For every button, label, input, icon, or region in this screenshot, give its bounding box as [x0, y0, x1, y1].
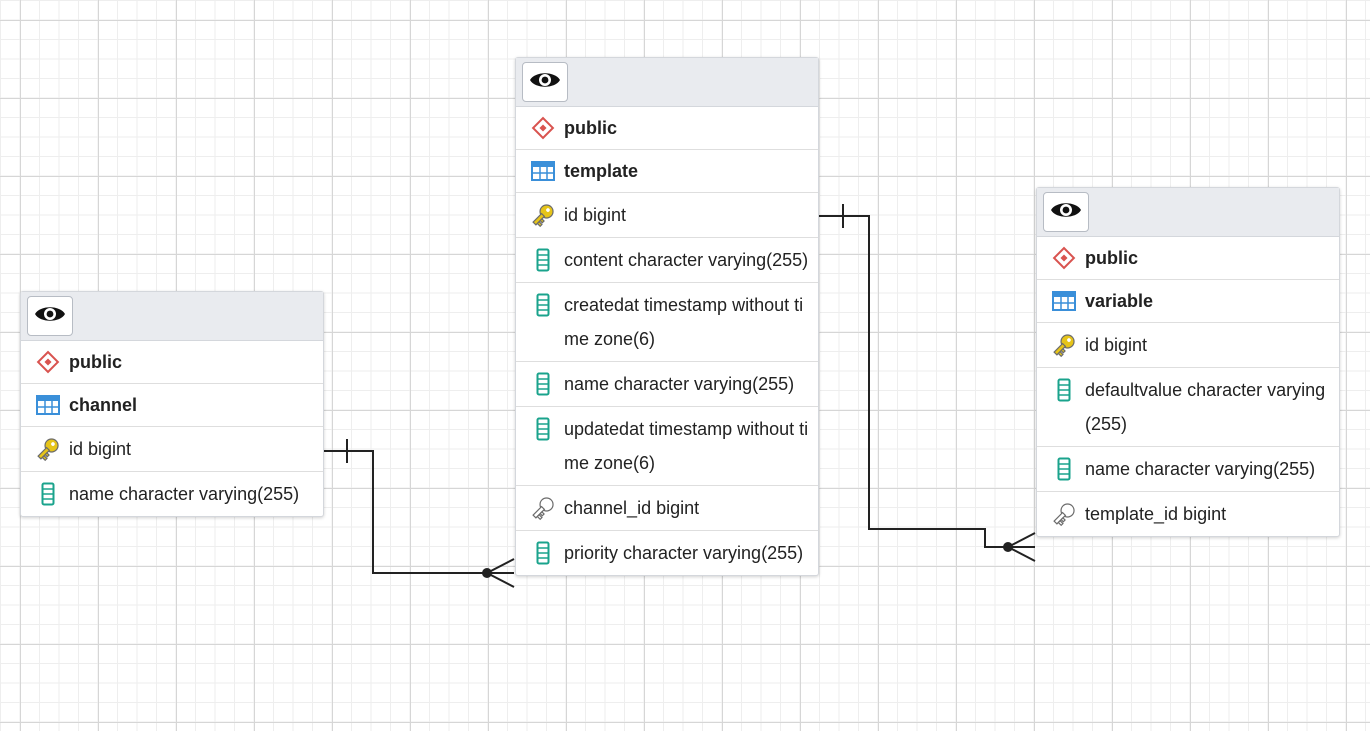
column-label: channel_id bigint — [564, 498, 700, 518]
many-marker-variable — [1007, 532, 1036, 562]
entity-header — [1037, 188, 1339, 237]
column-row[interactable]: defaultvalue character varying(255) — [1037, 368, 1339, 447]
column-icon — [530, 243, 556, 277]
link-template-variable[interactable] — [818, 215, 1035, 548]
primary-key-icon — [35, 432, 61, 466]
table-row[interactable]: channel — [21, 384, 323, 427]
table-name: template — [564, 161, 639, 181]
table-icon — [530, 154, 556, 188]
column-row[interactable]: content character varying(255) — [516, 238, 818, 283]
table-row[interactable]: template — [516, 150, 818, 193]
column-row[interactable]: channel_id bigint — [516, 486, 818, 531]
link-channel-template[interactable] — [322, 450, 514, 574]
entity-header — [516, 58, 818, 107]
column-icon — [1051, 452, 1077, 486]
entity-channel[interactable]: public channel id bigint name character v… — [20, 291, 324, 517]
schema-name: public — [69, 352, 122, 372]
schema-row[interactable]: public — [516, 107, 818, 150]
table-row[interactable]: variable — [1037, 280, 1339, 323]
view-button[interactable] — [27, 296, 73, 336]
column-label: priority character varying(255) — [564, 543, 804, 563]
table-name: channel — [69, 395, 138, 415]
view-button[interactable] — [522, 62, 568, 102]
column-label: content character varying(255) — [564, 250, 809, 270]
view-button[interactable] — [1043, 192, 1089, 232]
primary-key-icon — [1051, 328, 1077, 362]
schema-row[interactable]: public — [1037, 237, 1339, 280]
schema-icon — [35, 345, 61, 379]
entity-header — [21, 292, 323, 341]
column-icon — [530, 288, 556, 322]
column-label: updatedat timestamp without time zone(6) — [564, 419, 809, 473]
column-icon — [530, 367, 556, 401]
many-dot-variable — [1003, 542, 1013, 552]
column-label: id bigint — [1085, 335, 1148, 355]
schema-name: public — [564, 118, 617, 138]
foreign-key-icon — [1051, 497, 1077, 531]
column-label: name character varying(255) — [564, 374, 795, 394]
column-label: name character varying(255) — [69, 484, 300, 504]
entity-variable[interactable]: public variable id bigint defaultvalue ch… — [1036, 187, 1340, 537]
column-label: id bigint — [564, 205, 627, 225]
foreign-key-icon — [530, 491, 556, 525]
eye-icon — [1050, 199, 1082, 226]
schema-name: public — [1085, 248, 1138, 268]
eye-icon — [34, 303, 66, 330]
column-icon — [1051, 373, 1077, 407]
column-row[interactable]: priority character varying(255) — [516, 531, 818, 575]
column-label: template_id bigint — [1085, 504, 1227, 524]
column-icon — [35, 477, 61, 511]
schema-icon — [530, 111, 556, 145]
column-row[interactable]: updatedat timestamp without time zone(6) — [516, 407, 818, 486]
many-marker-template — [486, 558, 515, 588]
column-row[interactable]: id bigint — [21, 427, 323, 472]
column-row[interactable]: name character varying(255) — [21, 472, 323, 516]
schema-row[interactable]: public — [21, 341, 323, 384]
column-row[interactable]: name character varying(255) — [1037, 447, 1339, 492]
table-icon — [1051, 284, 1077, 318]
column-label: createdat timestamp without time zone(6) — [564, 295, 804, 349]
eye-icon — [529, 69, 561, 96]
table-name: variable — [1085, 291, 1154, 311]
entity-template[interactable]: public template id bigint content charact… — [515, 57, 819, 576]
primary-key-icon — [530, 198, 556, 232]
column-row[interactable]: template_id bigint — [1037, 492, 1339, 536]
table-icon — [35, 388, 61, 422]
column-label: id bigint — [69, 439, 132, 459]
column-row[interactable]: name character varying(255) — [516, 362, 818, 407]
column-row[interactable]: id bigint — [1037, 323, 1339, 368]
column-row[interactable]: createdat timestamp without time zone(6) — [516, 283, 818, 362]
column-label: defaultvalue character varying(255) — [1085, 380, 1326, 434]
column-label: name character varying(255) — [1085, 459, 1316, 479]
schema-icon — [1051, 241, 1077, 275]
column-icon — [530, 536, 556, 570]
many-dot-template — [482, 568, 492, 578]
column-row[interactable]: id bigint — [516, 193, 818, 238]
column-icon — [530, 412, 556, 446]
